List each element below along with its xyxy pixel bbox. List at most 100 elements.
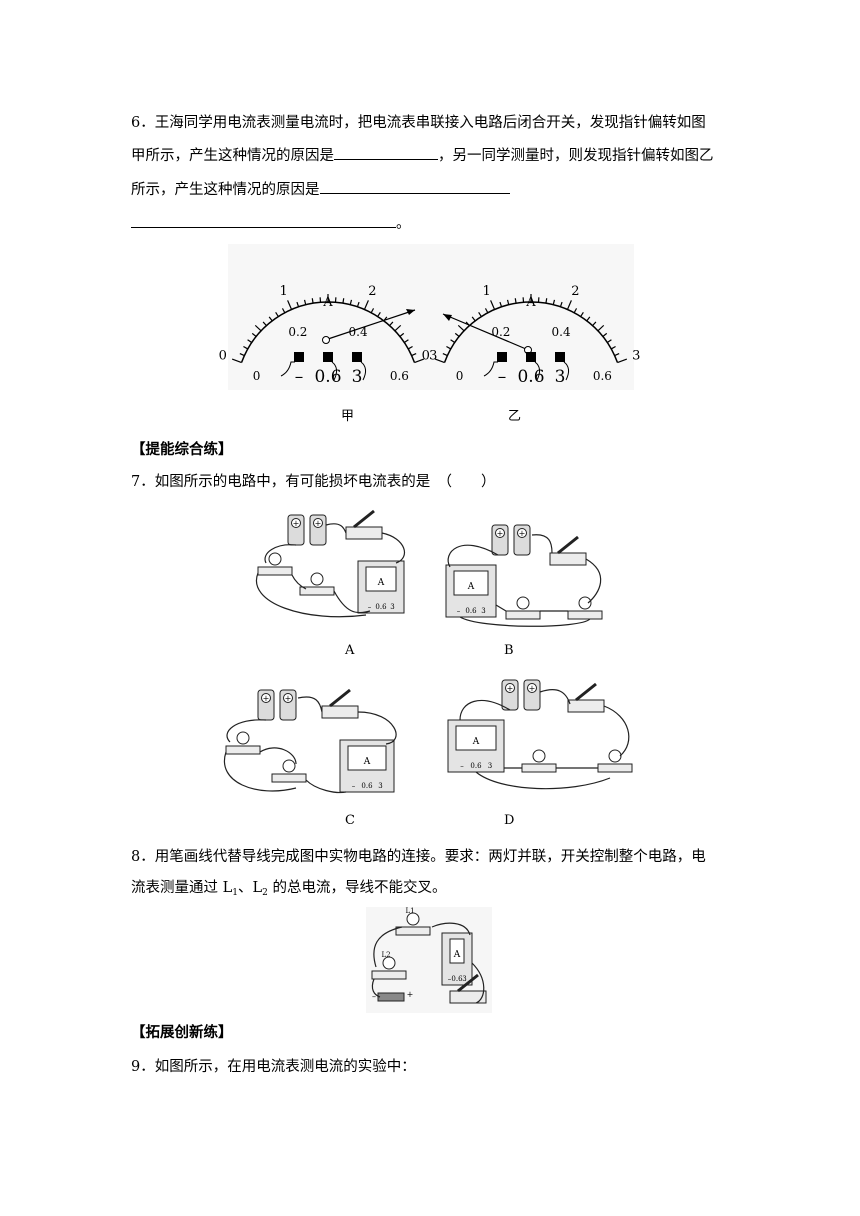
q6-blank1[interactable] — [334, 145, 438, 160]
battery-minus-sign: – — [372, 992, 376, 1001]
ammeter-symbol: A — [467, 582, 475, 592]
q6-blank2[interactable] — [319, 179, 510, 194]
dial-unit-label: A — [322, 295, 333, 310]
circuit-wire — [447, 544, 499, 568]
dial-tick — [586, 316, 591, 322]
battery-terminal — [527, 683, 537, 693]
dial-bottom-label: 0.4 — [552, 325, 571, 339]
ammeter-terminal: 0.6 — [465, 607, 477, 615]
dial-top-label: 3 — [632, 349, 640, 364]
dial-tick — [349, 299, 353, 305]
dial-top-label: 0 — [219, 349, 227, 364]
dial-tick — [399, 332, 405, 337]
dial-tick — [414, 358, 425, 364]
caption-yi: 乙 — [508, 409, 522, 424]
ammeter-face — [365, 566, 397, 592]
terminal-label: – — [498, 367, 507, 387]
dial-tick — [566, 300, 572, 310]
dial-bottom-label: 0.2 — [288, 325, 307, 339]
caption-jia: 甲 — [341, 409, 355, 424]
caption-d: D — [504, 813, 515, 828]
switch-lever — [457, 973, 479, 993]
dial-tick — [275, 312, 279, 317]
battery-plus-sign: + — [507, 684, 514, 693]
dial-tick — [602, 332, 608, 337]
dial-top-label: 2 — [571, 284, 579, 299]
ammeter-face — [453, 570, 489, 596]
circuit-wire — [357, 711, 397, 745]
ammeter-face — [449, 938, 465, 964]
dial-tick — [499, 301, 503, 308]
terminal-label: – — [295, 367, 304, 387]
terminal-wire — [534, 361, 541, 381]
switch-base — [549, 552, 587, 566]
terminal-wire — [563, 361, 570, 381]
terminal-block — [497, 352, 507, 362]
q7-line: 7．如图所示的电路中，有可能损坏电流表的是 （ ） — [131, 474, 496, 490]
terminal-block — [294, 352, 304, 362]
circuit-wire — [471, 962, 485, 1004]
dial-tick — [411, 352, 417, 357]
dial-tick — [243, 345, 249, 350]
q9-line: 9．如图所示，在用电流表测电流的实验中： — [131, 1059, 416, 1075]
dial-pointer — [327, 309, 416, 340]
q6-line4: 。 — [131, 213, 731, 234]
circuit-wire — [333, 590, 371, 614]
caption-b: B — [504, 643, 514, 658]
dial-tick — [254, 324, 262, 332]
ammeter-terminal: 0.6 — [451, 975, 463, 983]
caption-a: A — [345, 643, 355, 658]
battery-plus-sign: + — [519, 529, 526, 538]
ammeter-face — [455, 725, 497, 751]
dial-tick — [597, 324, 605, 332]
bulb-base — [225, 745, 261, 755]
bulb-base — [271, 773, 307, 783]
bulb-glass — [532, 749, 546, 763]
section-improve-heading: 【提能综合练】 — [131, 441, 233, 458]
switch-lever — [353, 509, 375, 529]
ammeter-terminal: 0.6 — [375, 603, 387, 611]
dial-top-label: 0 — [422, 349, 430, 364]
dial-tick — [559, 301, 563, 308]
terminal-label: 0.6 — [517, 367, 544, 387]
q6-blank3[interactable] — [131, 213, 396, 228]
dial-bottom-label: 0.6 — [593, 369, 612, 383]
circuit-wire — [371, 978, 381, 998]
q6-line1: 6．王海同学用电流表测量电流时，把电流表串联接入电路后闭合开关，发现指针偏转如图 — [131, 115, 706, 131]
dial-bottom-label: 0 — [456, 369, 464, 383]
dial-tick — [457, 324, 465, 332]
circuit-wire — [495, 604, 507, 612]
terminal-wire — [331, 361, 338, 381]
dial-tick — [552, 299, 556, 305]
circuit-wire — [255, 572, 367, 618]
terminal-wire — [483, 361, 498, 377]
dial-tick — [231, 358, 242, 364]
battery-terminal — [283, 693, 293, 703]
terminal-label: 3 — [352, 367, 363, 387]
bulb-glass — [608, 749, 622, 763]
ammeter-terminal: 3 — [488, 762, 492, 770]
bulb-glass — [282, 759, 296, 773]
dial-tick — [592, 321, 597, 327]
battery-terminal — [313, 518, 323, 528]
dial-tick — [311, 298, 314, 304]
dial-top-label: 1 — [482, 284, 490, 299]
bulb-glass — [406, 912, 420, 926]
dial-tick — [545, 298, 548, 304]
bulb-glass — [578, 596, 592, 610]
circuit-wire — [373, 926, 403, 968]
bulb-glass — [382, 956, 396, 970]
terminal-block — [555, 352, 565, 362]
bulb-base — [371, 970, 407, 980]
bulb-glass — [236, 731, 250, 745]
switch-base — [345, 526, 383, 540]
pointer-pivot — [322, 336, 330, 344]
battery-pack — [377, 992, 405, 1002]
dial-pointer — [442, 313, 527, 350]
circuit-wire — [381, 532, 406, 564]
dial-arc — [443, 301, 619, 363]
battery-terminal — [291, 518, 301, 528]
dial-bottom-label: 0.4 — [349, 325, 368, 339]
